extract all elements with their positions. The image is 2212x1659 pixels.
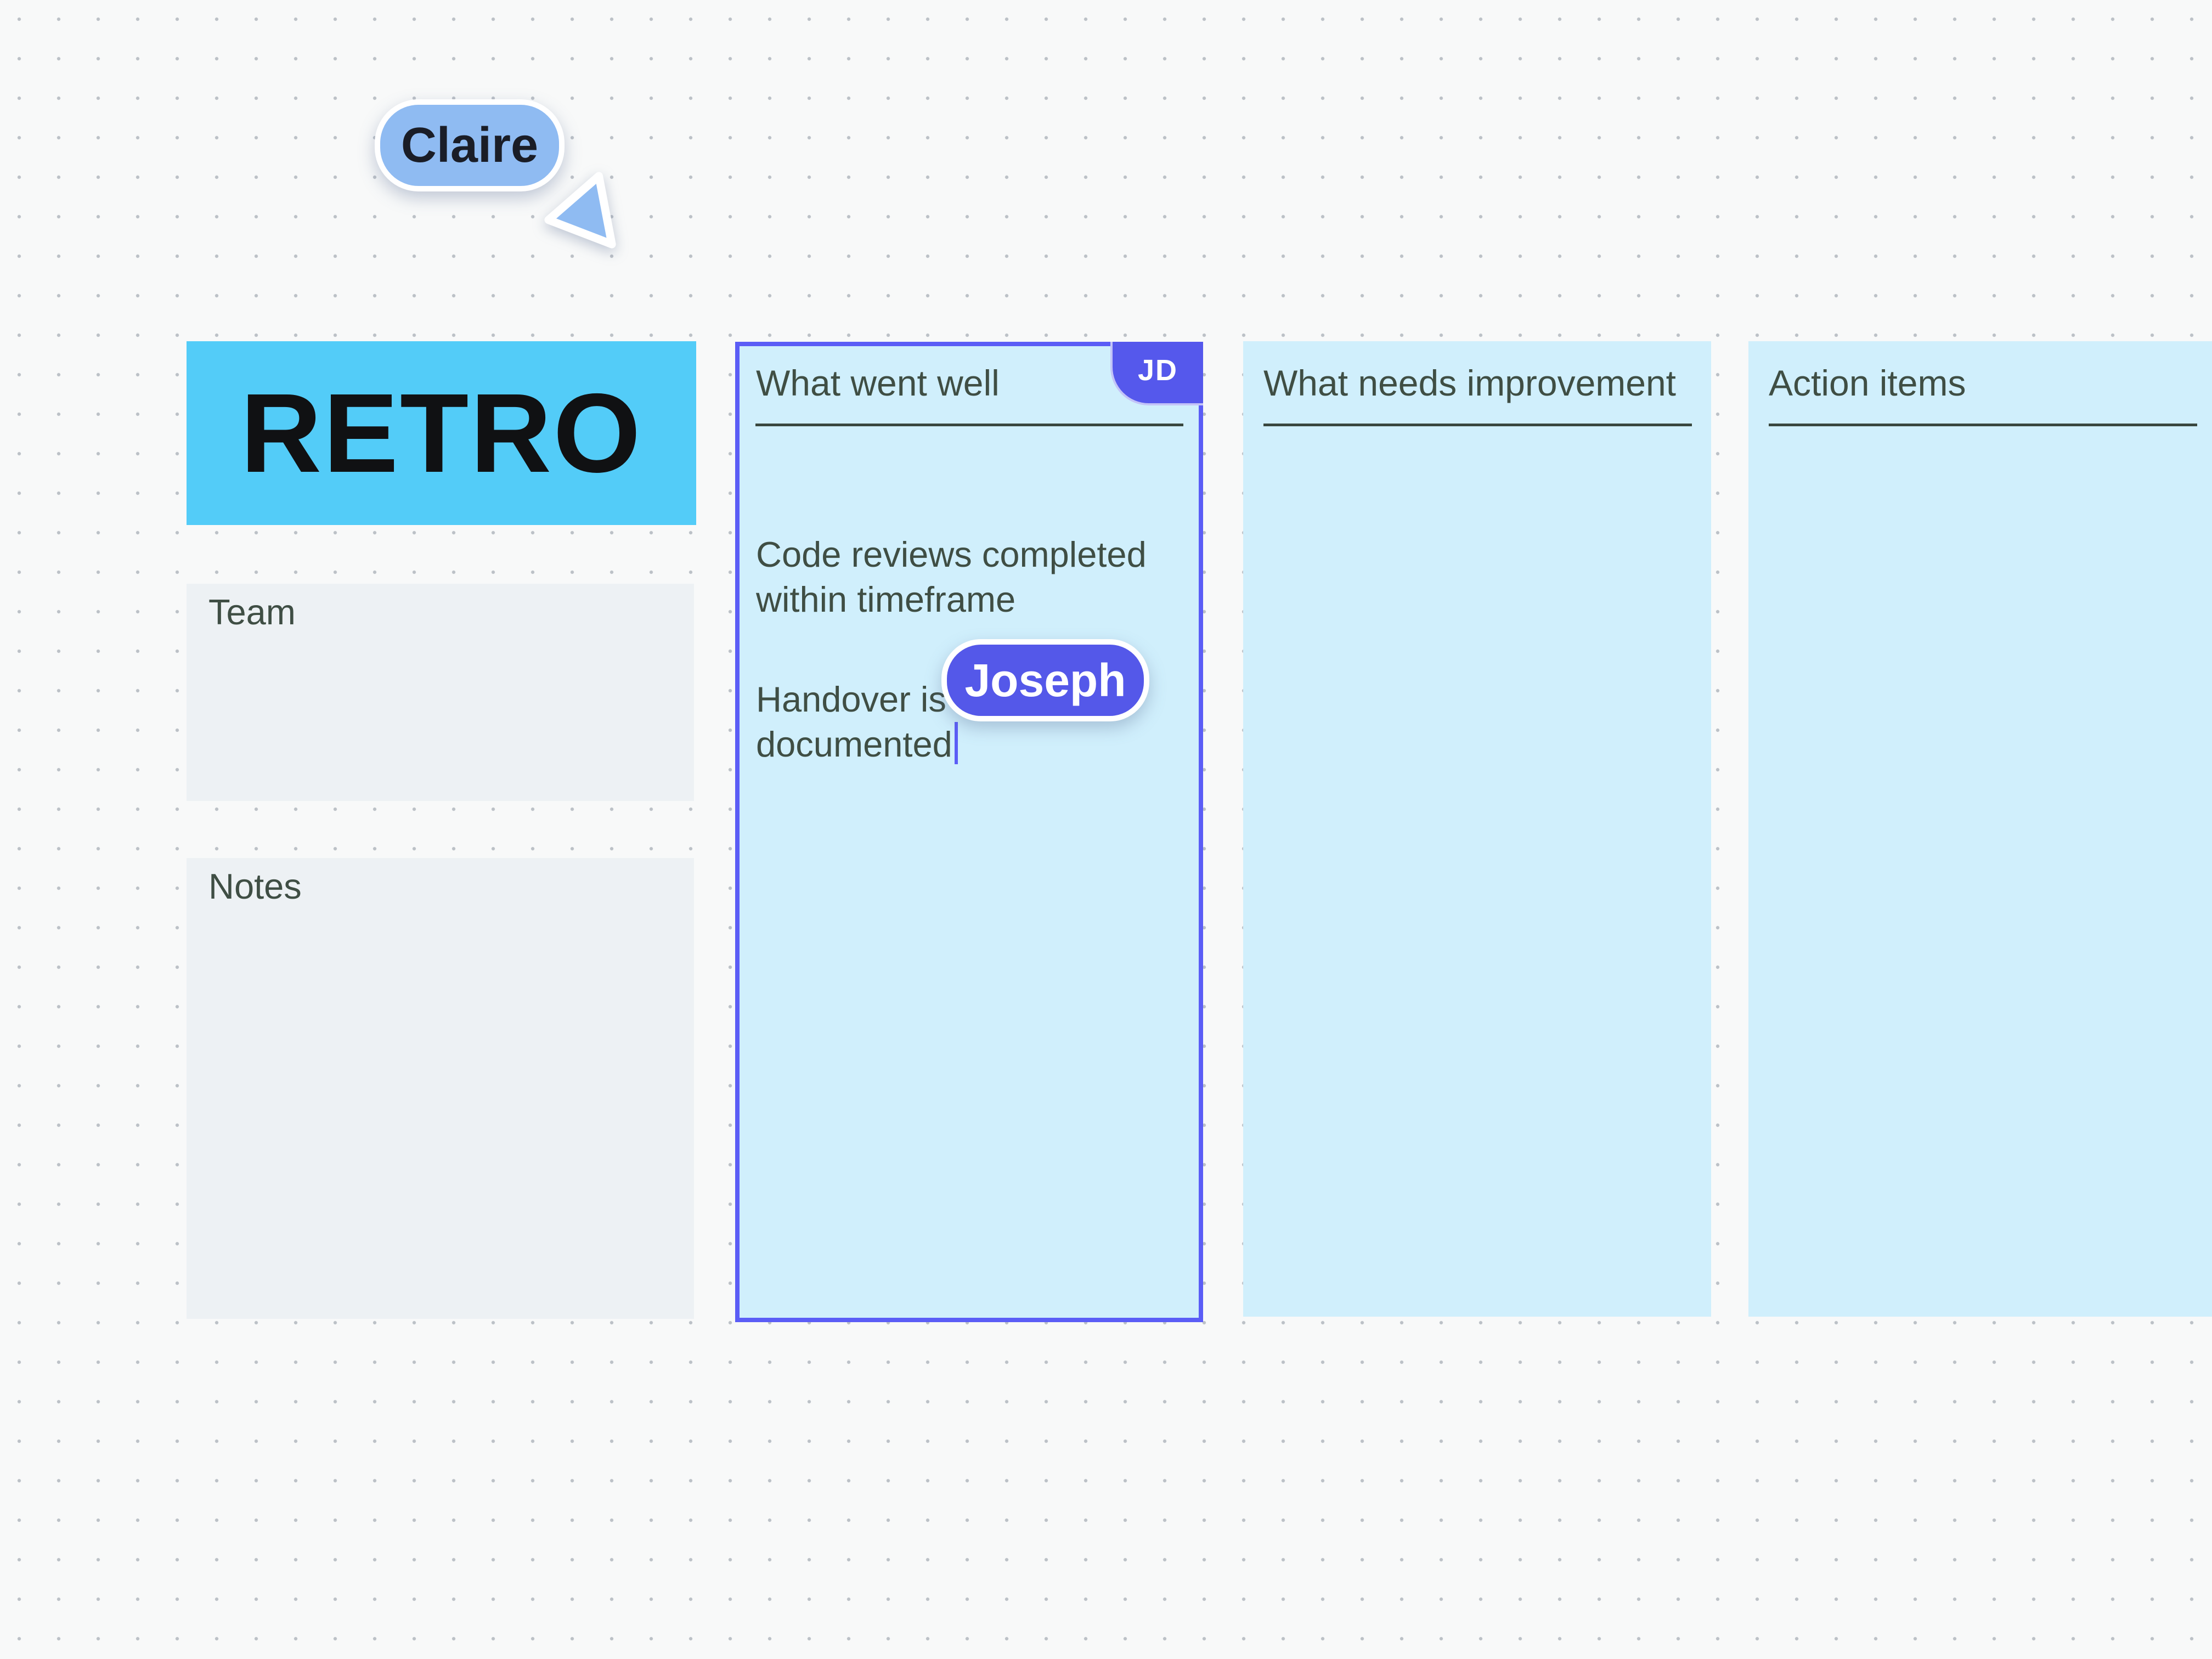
header-divider [1263,424,1692,426]
notes-card[interactable]: Notes [187,858,694,1319]
column-header: What needs improvement [1263,363,1677,403]
retro-title: RETRO [240,370,642,496]
header-divider [1769,424,2197,426]
note-line: documented [756,724,952,764]
joseph-cursor-name: Joseph [964,654,1126,706]
retro-title-card[interactable]: RETRO [187,341,696,525]
claire-cursor-pointer-icon [544,172,616,249]
column-notes-text[interactable]: Code reviews completed within timeframe … [756,532,1173,767]
team-label: Team [208,592,296,632]
notes-label: Notes [208,866,302,906]
note-item[interactable]: Handover is documented [756,677,1173,767]
note-line: within timeframe [756,579,1016,619]
team-card[interactable]: Team [187,584,694,801]
column-what-went-well[interactable]: What went well Code reviews completed wi… [735,342,1203,1322]
column-what-needs-improvement[interactable]: What needs improvement [1243,341,1711,1317]
joseph-cursor-label: Joseph [941,639,1149,721]
note-line: Code reviews completed [756,534,1147,574]
claire-cursor-name: Claire [400,118,539,173]
collaborator-selection-badge: JD [1110,342,1203,405]
note-item[interactable]: Code reviews completed within timeframe [756,532,1173,622]
collaborator-initials: JD [1137,354,1178,387]
column-header: What went well [756,363,1000,403]
note-line: Handover is [756,679,946,719]
text-caret [954,722,958,764]
claire-cursor-label: Claire [375,99,565,191]
header-divider [755,424,1183,426]
column-action-items[interactable]: Action items [1748,341,2212,1317]
column-header: Action items [1769,363,1966,403]
